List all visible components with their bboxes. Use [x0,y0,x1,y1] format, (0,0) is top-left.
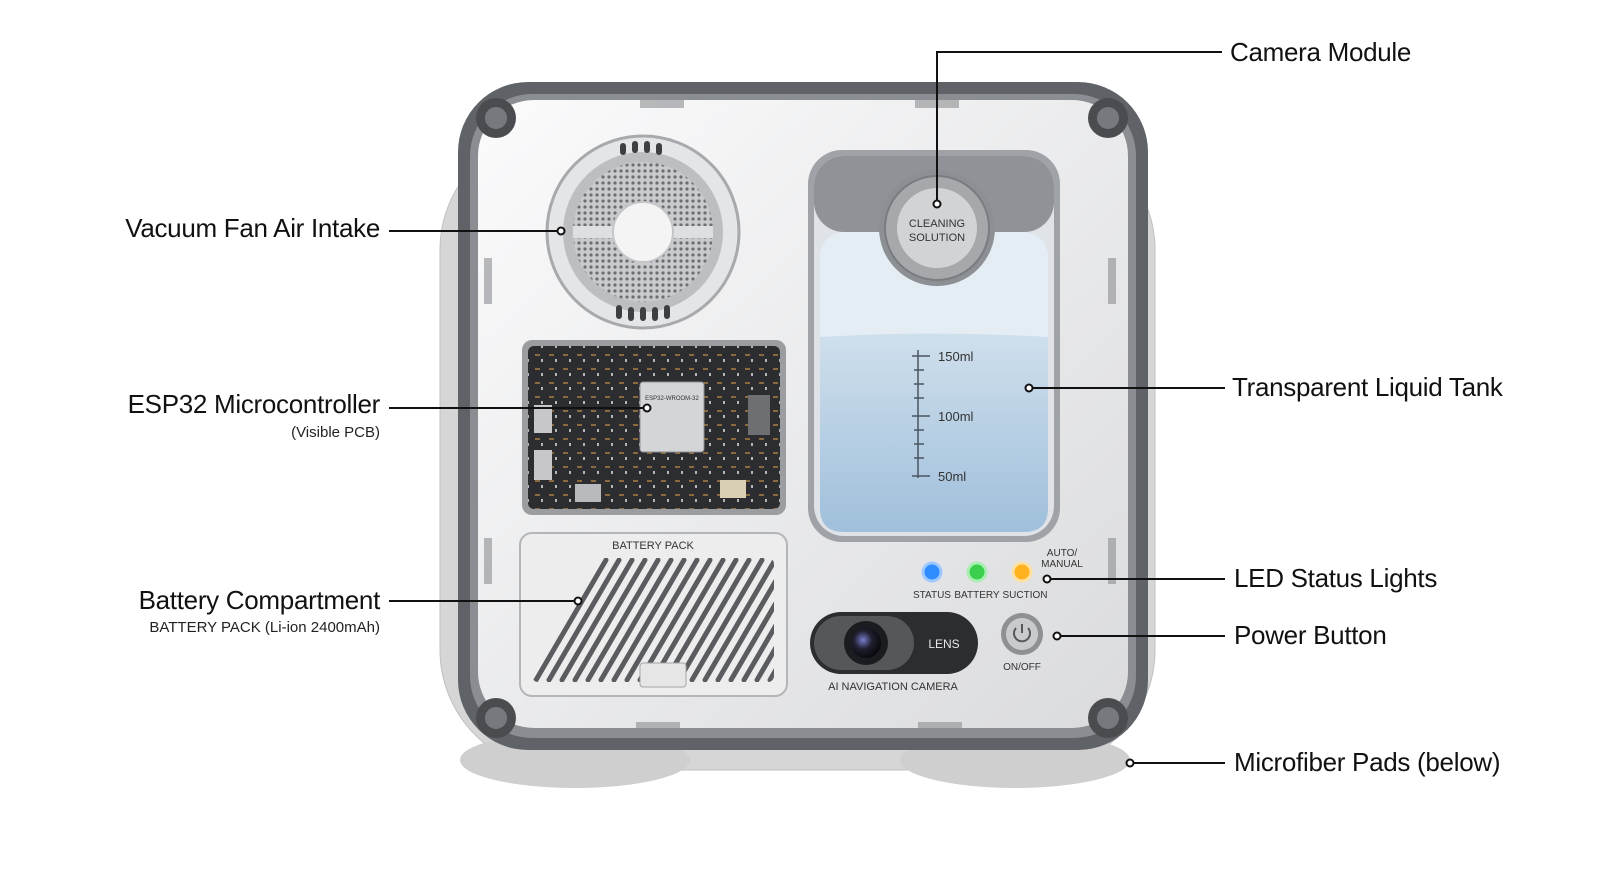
label-esp32-sub: (Visible PCB) [291,424,380,441]
vent-slot [572,558,648,682]
label-vacuum-fan: Vacuum Fan Air Intake [125,213,380,243]
power-icon [1013,627,1031,643]
suction-led [1011,561,1033,583]
vacuum-fan-intake [545,134,741,330]
battery-vent-slots [533,558,774,682]
label-led-lights: LED Status Lights [1234,563,1438,593]
mode-line-2: MANUAL [1041,559,1083,570]
leader-dots [556,199,1135,768]
battery-led [966,561,988,583]
corner-bumpers [476,98,1128,738]
vent-slot [611,558,687,682]
tank-mark-50: 50ml [938,469,966,484]
label-battery-sub: BATTERY PACK (Li-ion 2400mAh) [149,619,380,636]
vent-slot [702,558,774,682]
power-button[interactable]: ON/OFF [1001,613,1043,673]
cap-line-2: SOLUTION [909,232,965,244]
label-microfiber-pads: Microfiber Pads (below) [1234,747,1501,777]
vent-slot [728,558,774,682]
liquid-tank: CLEANING SOLUTION 150ml 100ml 50ml [808,150,1060,542]
tank-mark-150: 150ml [938,349,974,364]
leader-lines [389,51,1225,764]
vent-slot [741,558,774,682]
tank-mark-100: 100ml [938,409,974,424]
vent-slot [624,558,700,682]
vent-slot [715,558,774,682]
vent-slot [585,558,661,682]
label-liquid-tank: Transparent Liquid Tank [1232,372,1503,402]
label-power-button: Power Button [1234,620,1387,650]
cleaning-solution-cap: CLEANING SOLUTION [879,170,995,286]
lens-label: LENS [928,637,959,651]
power-caption: ON/OFF [1003,662,1041,673]
vent-slot [637,558,713,682]
label-esp32: ESP32 Microcontroller [127,389,381,419]
cap-line-1: CLEANING [909,218,965,230]
vent-slot [676,558,752,682]
vent-slot [650,558,726,682]
vent-slot [546,558,622,682]
label-camera-module: Camera Module [1230,37,1412,67]
camera-caption: AI NAVIGATION CAMERA [828,681,958,693]
chip-label: ESP32-WROOM-32 [645,396,699,402]
led-label-status: STATUS [913,590,951,601]
mode-line-1: AUTO/ [1047,548,1078,559]
battery-compartment: BATTERY PACK [519,532,788,697]
label-battery: Battery Compartment [138,585,381,615]
esp32-pcb-window: ESP32-WROOM-32 [522,340,786,515]
status-led [921,561,943,583]
tank-scale [912,350,930,478]
camera-lens-icon [851,628,881,658]
vent-slot [559,558,635,682]
led-label-battery: BATTERY [954,590,1000,601]
vent-slot [598,558,674,682]
vent-slot [689,558,765,682]
battery-pack-label: BATTERY PACK [612,540,694,552]
vent-slot [754,558,774,682]
ai-navigation-camera: LENS AI NAVIGATION CAMERA [810,612,978,693]
vent-slot [663,558,739,682]
led-status-lights: STATUS BATTERY SUCTION AUTO/ MANUAL [913,548,1083,601]
vent-slot [533,558,609,682]
led-label-suction: SUCTION [1003,590,1048,601]
